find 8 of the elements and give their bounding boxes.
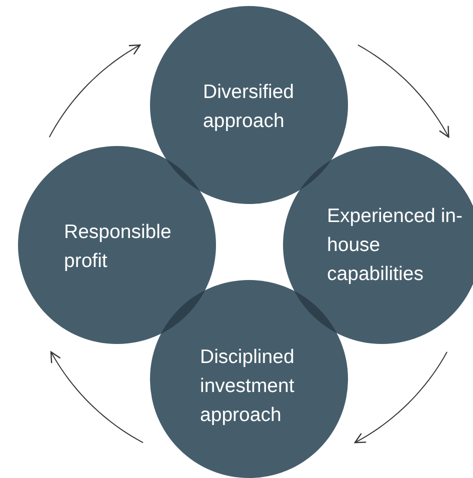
node-label: Responsible profit xyxy=(64,220,172,274)
cycle-arrow xyxy=(354,351,448,444)
cycle-arrow xyxy=(357,44,450,138)
cycle-arrow xyxy=(50,351,144,444)
cycle-arrow xyxy=(48,44,141,138)
node-label: Disciplined investment approach xyxy=(200,345,296,428)
node-label: Experienced in-house capabilities xyxy=(327,204,464,287)
node-label: Diversified approach xyxy=(203,80,296,134)
